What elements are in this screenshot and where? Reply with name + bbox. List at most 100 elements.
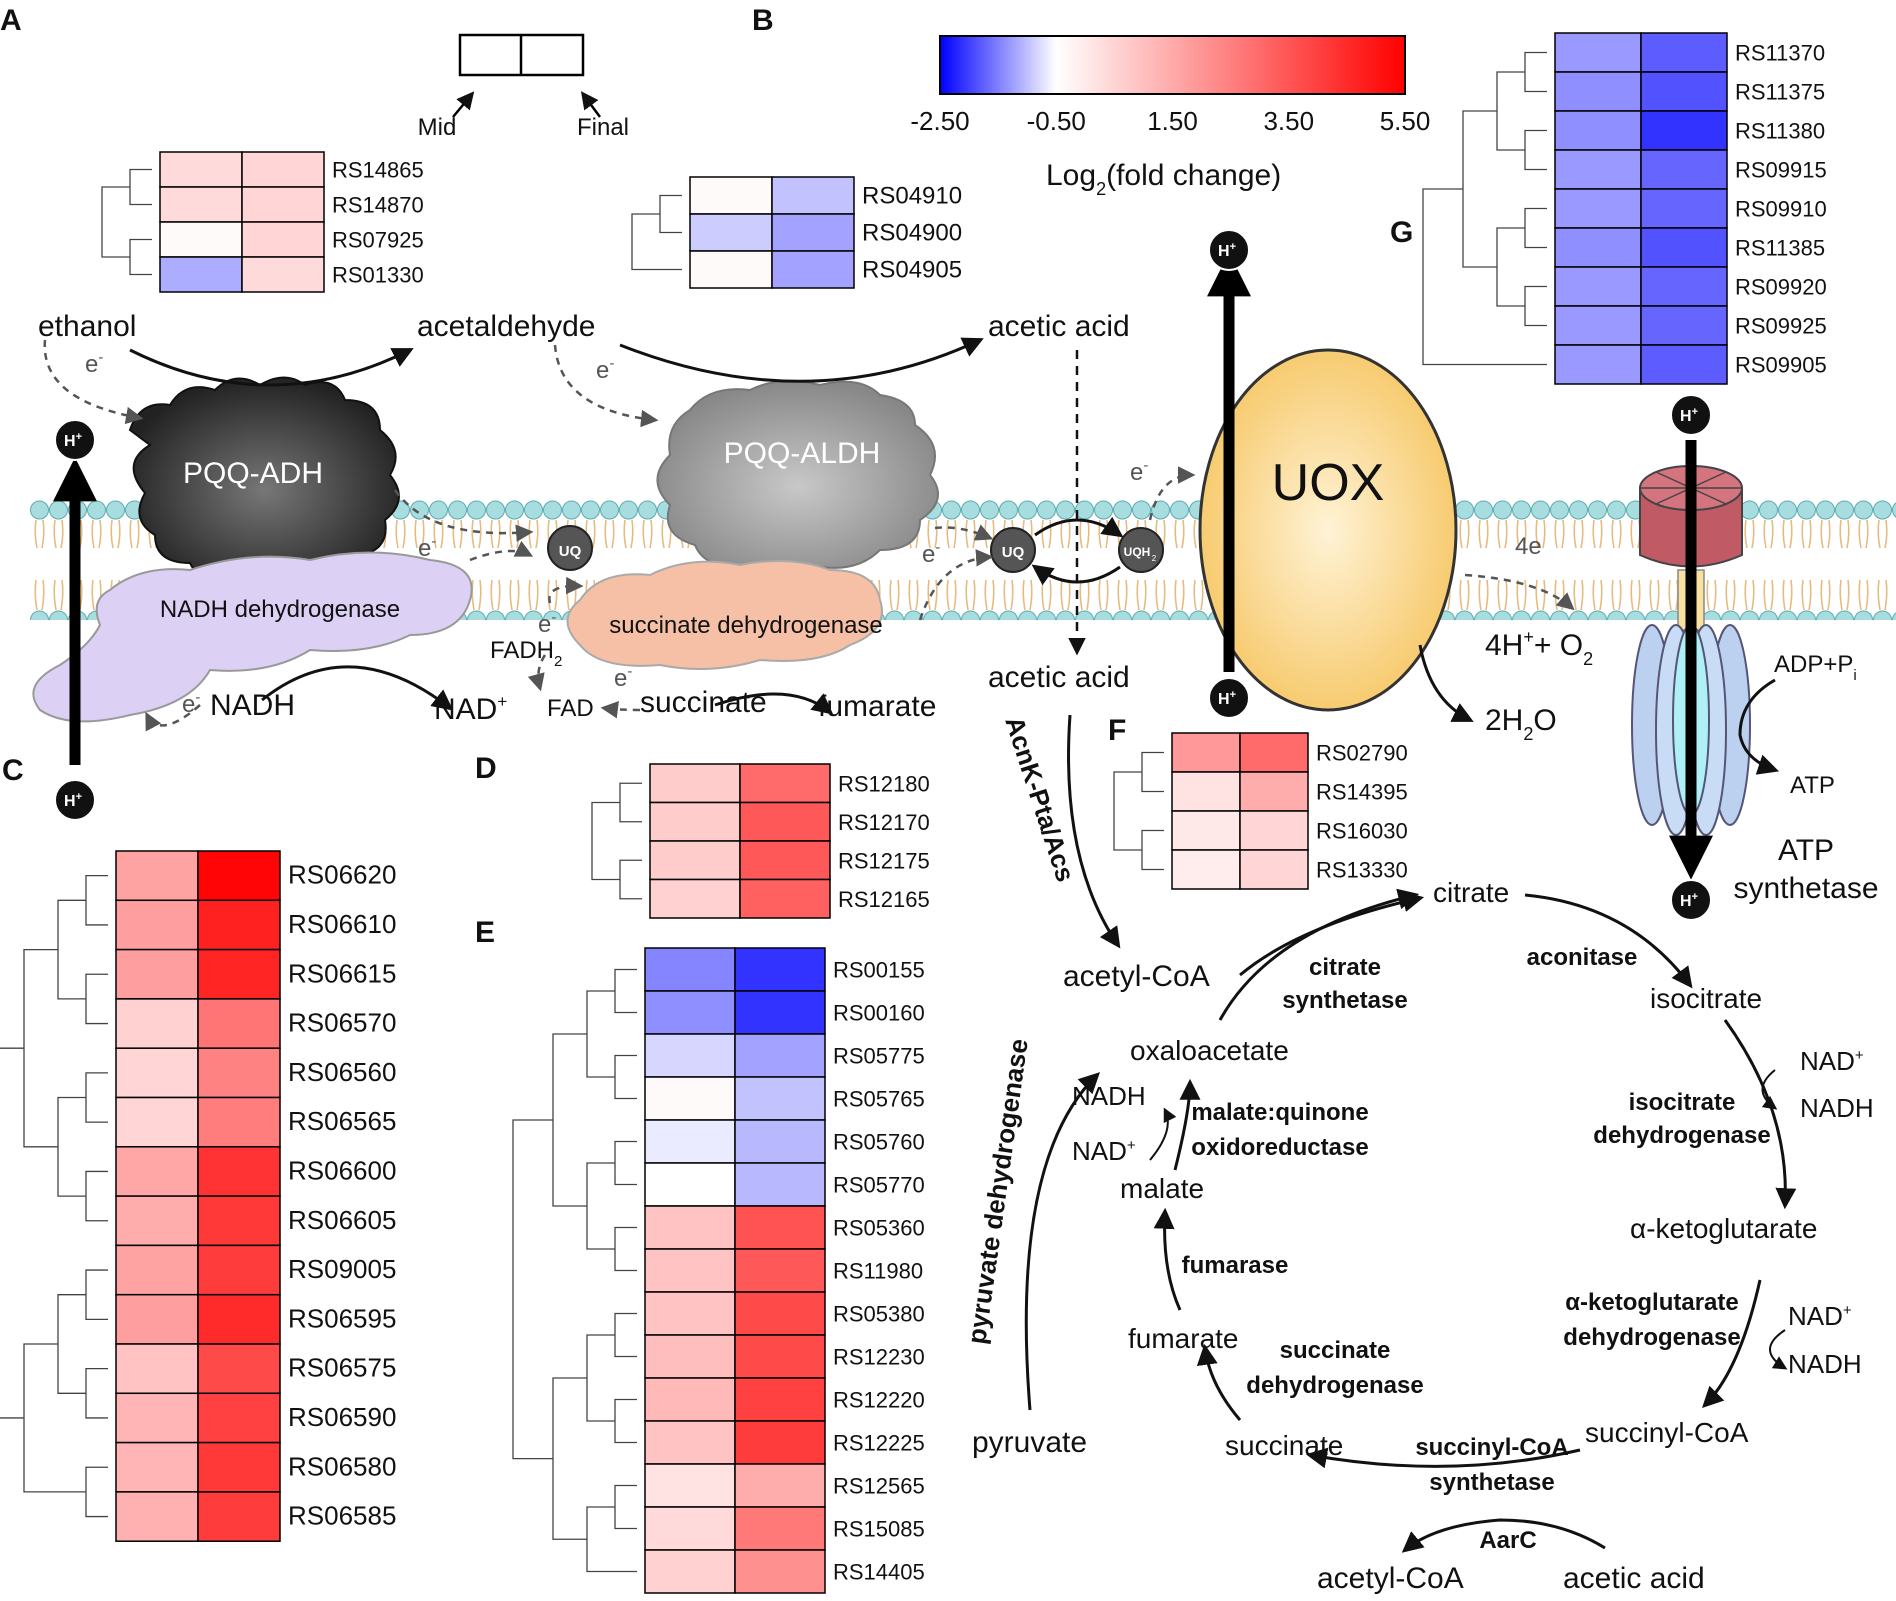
tca-succinate: succinate — [1225, 1430, 1343, 1461]
heatmap-c-gene-6: RS06600 — [288, 1155, 396, 1185]
tca-acetyl-coa-bottom: acetyl-CoA — [1317, 1562, 1464, 1595]
heatmap-e-cell-final-9 — [734, 1334, 826, 1379]
heatmap-e-cell-mid-0 — [644, 947, 736, 992]
heatmap-g-cell-mid-7 — [1554, 305, 1642, 346]
atp-synthetase-label-2: synthetase — [1733, 872, 1878, 905]
heatmap-c-cell-mid-3 — [115, 998, 199, 1049]
enzyme-isocitrate-dh-1: isocitrate — [1629, 1089, 1736, 1116]
heatmap-c-gene-1: RS06610 — [288, 909, 396, 939]
heatmap-e-cell-mid-8 — [644, 1291, 736, 1336]
tca-malate: malate — [1120, 1173, 1204, 1204]
heatmap-e-cell-final-2 — [734, 1033, 826, 1078]
electron-label-1: e- — [596, 355, 614, 384]
heatmap-adh-cell-final-2 — [241, 221, 325, 258]
enzyme-fumarase: fumarase — [1182, 1252, 1289, 1279]
enzyme-akg-dh-1: α-ketoglutarate — [1565, 1289, 1738, 1316]
heatmap-e-cell-final-3 — [734, 1076, 826, 1121]
heatmap-e-gene-11: RS12225 — [833, 1431, 925, 1456]
dendrogram-e — [512, 968, 637, 1573]
dendrogram-c — [0, 875, 108, 1518]
atp-synthetase-label-1: ATP — [1778, 834, 1834, 867]
heatmap-e-cell-final-12 — [734, 1463, 826, 1508]
heatmap-c-gene-11: RS06590 — [288, 1402, 396, 1432]
heatmap-c-gene-13: RS06585 — [288, 1501, 396, 1531]
enzyme-isocitrate-dh-2: dehydrogenase — [1593, 1122, 1770, 1149]
proton-badge-4: H+ — [1670, 394, 1712, 436]
heatmap-d-cell-final-1 — [739, 801, 831, 842]
heatmap-d-gene-2: RS12175 — [838, 848, 930, 873]
metabolite-nad: NAD+ — [434, 692, 507, 726]
heatmap-g-cell-mid-6 — [1554, 266, 1642, 307]
heatmap-c-cell-mid-11 — [115, 1392, 199, 1444]
heatmap-e-cell-mid-5 — [644, 1162, 736, 1207]
heatmap-adh-cell-final-3 — [241, 256, 325, 293]
heatmap-g-gene-0: RS11370 — [1735, 41, 1825, 66]
tca-acetyl-coa: acetyl-CoA — [1063, 960, 1210, 993]
proton-badge-5: H+ — [1670, 879, 1712, 921]
heatmap-aldh-cell-final-1 — [771, 213, 855, 252]
heatmap-e-cell-final-13 — [734, 1506, 826, 1551]
svg-text:H+: H+ — [64, 431, 82, 450]
heatmap-adh-cell-mid-3 — [159, 256, 243, 293]
tca-succinyl-coa: succinyl-CoA — [1585, 1417, 1749, 1448]
heatmap-adh-gene-0: RS14865 — [332, 158, 424, 183]
heatmap-e-cell-final-0 — [734, 947, 826, 992]
metabolite-succinate: succinate — [640, 686, 767, 719]
heatmaps: RS14865RS14870RS07925RS01330RS04910RS049… — [0, 32, 1827, 1594]
heatmap-c-cell-mid-9 — [115, 1293, 199, 1345]
svg-text:UQH: UQH — [1124, 545, 1151, 559]
heatmap-adh-cell-final-0 — [241, 151, 325, 188]
heatmap-g-cell-final-8 — [1640, 344, 1728, 385]
heatmap-e-gene-6: RS05360 — [833, 1216, 925, 1241]
heatmap-adh-cell-mid-1 — [159, 186, 243, 223]
heatmap-g-cell-final-3 — [1640, 149, 1728, 190]
heatmap-aldh-cell-mid-1 — [689, 213, 773, 252]
succinate-dehydrogenase-complex: succinate dehydrogenase — [566, 560, 883, 670]
heatmap-f-cell-final-1 — [1239, 771, 1309, 812]
heatmap-e-cell-final-6 — [734, 1205, 826, 1250]
heatmap-c-cell-final-12 — [197, 1441, 281, 1493]
heatmap-c-gene-5: RS06565 — [288, 1106, 396, 1136]
tca-citrate: citrate — [1433, 877, 1509, 908]
heatmap-f-cell-final-3 — [1239, 849, 1309, 890]
tca-arrows — [1024, 714, 1797, 1553]
heatmap-e-cell-mid-11 — [644, 1420, 736, 1465]
tca-acetic-acid-bottom: acetic acid — [1563, 1562, 1705, 1595]
metabolite-fumarate: fumarate — [818, 690, 936, 723]
heatmap-adh-cell-mid-0 — [159, 151, 243, 188]
succinate-dehydrogenase-label: succinate dehydrogenase — [609, 612, 883, 639]
heatmap-g-cell-final-4 — [1640, 188, 1728, 229]
heatmap-c-cell-final-3 — [197, 998, 281, 1049]
heatmap-g-gene-2: RS11380 — [1735, 119, 1825, 144]
heatmap-d-cell-final-2 — [739, 840, 831, 881]
heatmap-c-gene-7: RS06605 — [288, 1205, 396, 1235]
metabolite-fad: FAD — [547, 695, 594, 722]
heatmap-adh-gene-3: RS01330 — [332, 263, 424, 288]
pyruvate-dehydrogenase-label: pyruvate dehydrogenase — [961, 1037, 1034, 1346]
heatmap-d-cell-mid-1 — [649, 801, 741, 842]
nadh-dehydrogenase-label: NADH dehydrogenase — [160, 596, 400, 623]
heatmap-adh-gene-2: RS07925 — [332, 228, 424, 253]
heatmap-e-gene-4: RS05760 — [833, 1130, 925, 1155]
enzyme-aconitase: aconitase — [1527, 944, 1638, 971]
heatmap-c-gene-9: RS06595 — [288, 1303, 396, 1333]
heatmap-e-cell-final-10 — [734, 1377, 826, 1422]
enzyme-succinate-dh-2: dehydrogenase — [1246, 1372, 1423, 1399]
cofactor-arrows — [1149, 1069, 1788, 1370]
heatmap-e-gene-1: RS00160 — [833, 1001, 925, 1026]
heatmap-g-cell-final-5 — [1640, 227, 1728, 268]
heatmap-c-gene-12: RS06580 — [288, 1451, 396, 1481]
metabolite-h2o: 2H2O — [1485, 704, 1557, 744]
heatmap-c-cell-final-11 — [197, 1392, 281, 1444]
heatmap-f-gene-0: RS02790 — [1316, 741, 1408, 766]
tca-nad-icdh: NAD+ — [1800, 1046, 1864, 1076]
heatmap-f-gene-1: RS14395 — [1316, 780, 1408, 805]
heatmap-e: RS00155RS00160RS05775RS05765RS05760RS057… — [512, 947, 925, 1594]
heatmap-g-cell-mid-3 — [1554, 149, 1642, 190]
uox-label: UOX — [1272, 454, 1385, 512]
electron-label-0: e- — [85, 349, 103, 378]
svg-text:UQ: UQ — [559, 543, 582, 560]
svg-text:H+: H+ — [1680, 406, 1698, 425]
